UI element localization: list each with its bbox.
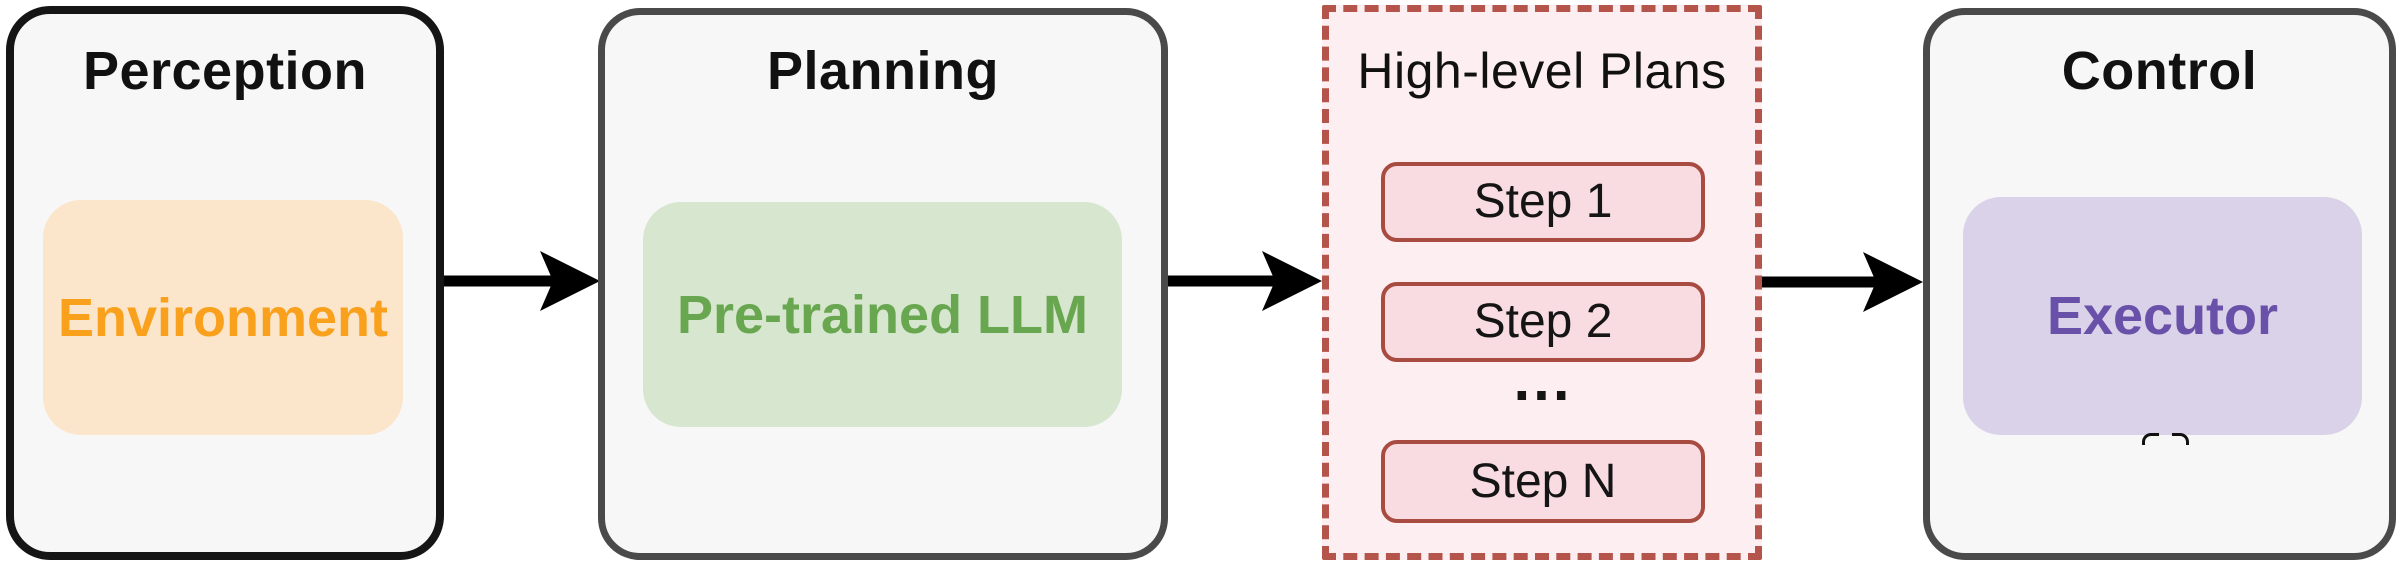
environment-label: Environment (57, 287, 389, 348)
pretrained-llm-box: Pre-trained LLM (643, 202, 1122, 427)
step-n-pill: Step N (1381, 440, 1705, 523)
pretrained-llm-label: Pre-trained LLM (676, 284, 1089, 345)
high-level-plans-title: High-level Plans (1357, 43, 1727, 99)
cropped-paren-right-icon (2172, 433, 2189, 445)
cropped-caption-artifact (2142, 433, 2189, 445)
arrow-right-icon (1168, 251, 1322, 311)
environment-box: Environment (43, 200, 403, 435)
control-title: Control (2061, 41, 2258, 101)
arrow-perception-to-planning (444, 249, 600, 313)
executor-box: Executor (1963, 197, 2362, 435)
arrow-right-icon (444, 251, 600, 311)
step-2-label: Step 2 (1473, 295, 1613, 348)
executor-label: Executor (2046, 286, 2279, 346)
step-1-label: Step 1 (1473, 175, 1613, 228)
steps-ellipsis: ... (1513, 346, 1573, 413)
arrow-planning-to-plans (1168, 249, 1322, 313)
step-2-pill: Step 2 (1381, 282, 1705, 362)
cropped-paren-left-icon (2142, 433, 2159, 445)
step-1-pill: Step 1 (1381, 162, 1705, 242)
arrow-plans-to-control (1762, 250, 1923, 314)
planning-title: Planning (767, 41, 999, 101)
step-n-label: Step N (1469, 454, 1617, 508)
arrow-right-icon (1762, 252, 1923, 312)
perception-title: Perception (82, 41, 368, 101)
